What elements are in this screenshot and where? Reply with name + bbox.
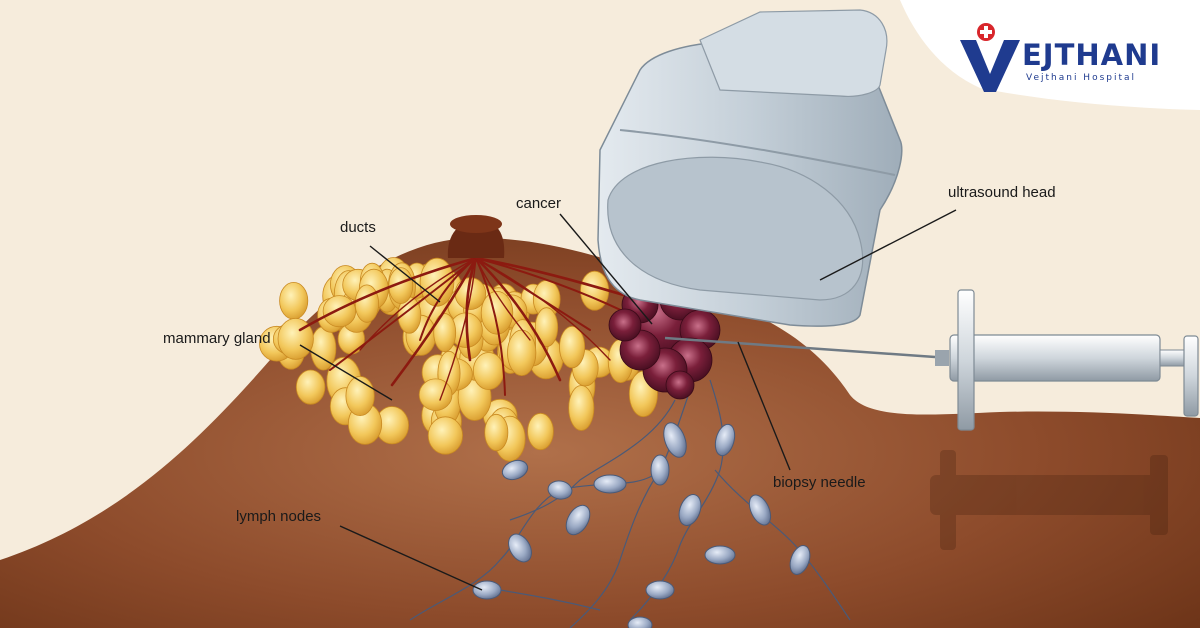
- logo-panel: EJTHANI Vejthani Hospital: [900, 0, 1200, 110]
- ducts: [298, 256, 661, 401]
- label-cancer: cancer: [516, 195, 561, 212]
- leader-biopsy-needle: [737, 341, 791, 471]
- logo-v-mark: [960, 40, 1020, 92]
- fat-lobule: [568, 385, 595, 431]
- tumor-lobe: [665, 370, 695, 400]
- duct-branch: [475, 257, 611, 361]
- fat-lobule: [433, 313, 457, 353]
- lymph-node: [508, 533, 532, 563]
- label-lymph-nodes: lymph nodes: [236, 508, 321, 525]
- fat-lobule: [354, 284, 379, 323]
- brand-subtitle: Vejthani Hospital: [1026, 73, 1136, 83]
- lymph-vessel: [509, 399, 676, 521]
- ultrasound-probe: [597, 9, 903, 327]
- fat-lobule: [484, 413, 509, 452]
- lymph-node: [714, 423, 736, 457]
- fat-lobule: [295, 369, 326, 405]
- lymph-node: [547, 480, 573, 500]
- lymph-node: [678, 494, 702, 526]
- fat-lobule: [279, 281, 309, 320]
- lymph-node: [789, 545, 811, 575]
- duct-branch: [475, 257, 531, 341]
- fat-lobule: [472, 352, 505, 390]
- biopsy-needle: [664, 336, 936, 359]
- duct-branch: [298, 256, 478, 332]
- lymph-node: [593, 474, 627, 494]
- duct-branch: [419, 257, 477, 341]
- leader-cancer: [559, 213, 653, 325]
- fat-lobule: [480, 290, 514, 335]
- leader-mammary-gland: [299, 344, 393, 401]
- label-ducts: ducts: [340, 219, 376, 236]
- lymph-system: [409, 379, 851, 628]
- lymph-node: [645, 580, 675, 600]
- lymph-vessel: [569, 469, 661, 628]
- lymph-node: [472, 580, 502, 600]
- duct-branch: [439, 257, 477, 401]
- fat-lobule: [427, 416, 463, 455]
- leader-ultrasound-head: [819, 209, 957, 281]
- fat-lobule: [388, 267, 414, 305]
- duct-branch: [474, 256, 642, 302]
- syringe-shadow: [930, 450, 1168, 550]
- duct-branch: [390, 256, 478, 387]
- duct-branch: [474, 256, 562, 382]
- duct-branch: [475, 257, 506, 396]
- lymph-node: [627, 616, 653, 628]
- fat-lobule: [418, 378, 453, 411]
- label-ultrasound-head: ultrasound head: [948, 184, 1056, 201]
- label-mammary-gland: mammary gland: [163, 330, 271, 347]
- lymph-node: [663, 422, 687, 458]
- duct-branch: [465, 256, 478, 362]
- lymph-node: [501, 459, 529, 481]
- lymph-vessel: [714, 469, 851, 621]
- labels: ducts cancer ultrasound head mammary gla…: [163, 184, 1056, 591]
- leader-ducts: [369, 245, 441, 303]
- fat-lobule: [322, 295, 357, 328]
- lymph-node: [565, 504, 591, 536]
- syringe: [935, 289, 1199, 431]
- duct-branch: [359, 257, 477, 351]
- label-biopsy-needle: biopsy needle: [773, 474, 866, 491]
- lymph-node: [748, 494, 772, 526]
- lymph-node: [704, 545, 736, 565]
- tumor-lobe: [608, 308, 642, 342]
- fat-lobule: [559, 325, 586, 369]
- lymph-vessel: [499, 589, 601, 611]
- fat-lobule: [507, 329, 537, 376]
- duct-branch: [329, 257, 477, 371]
- fat-lobule: [527, 412, 554, 451]
- leader-lymph-nodes: [339, 525, 483, 591]
- brand-name: EJTHANI: [1022, 38, 1161, 72]
- lymph-node: [650, 454, 670, 486]
- fat-lobule: [534, 307, 559, 348]
- fat-lobule: [345, 375, 375, 416]
- vejthani-logo: EJTHANI Vejthani Hospital: [960, 23, 1161, 92]
